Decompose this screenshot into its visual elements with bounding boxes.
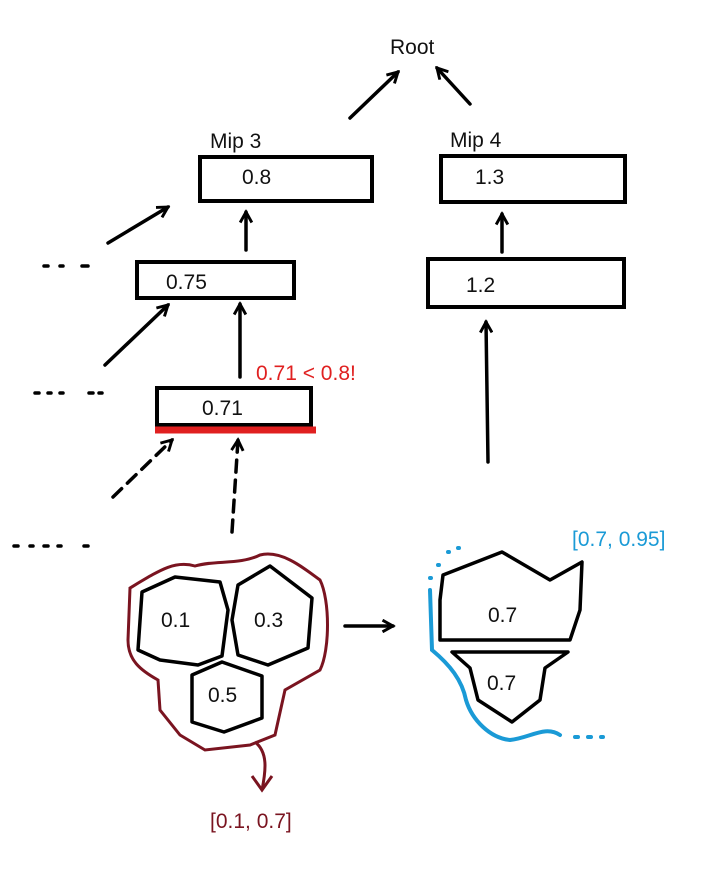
arrow-sibling-to-middle (103, 305, 168, 367)
mip3-node-bottom-value: 0.71 (202, 397, 243, 420)
right-cell-bottom-shape (450, 650, 570, 724)
left-cluster-range: [0.1, 0.7] (210, 810, 292, 833)
comparison-note: 0.71 < 0.8! (256, 362, 356, 385)
mip4-node-bottom (426, 257, 626, 309)
left-cell-a-value: 0.1 (161, 609, 190, 632)
left-cell-a-shape (136, 575, 230, 667)
right-cluster-outline (428, 588, 562, 743)
left-range-arrow (253, 740, 267, 791)
left-cell-b-value: 0.3 (254, 609, 283, 632)
mip3-node-top (198, 155, 374, 203)
arrow-cluster-to-bottom-dashed (111, 440, 172, 499)
mip4-node-bottom-value: 1.2 (466, 274, 495, 297)
right-cluster-range: [0.7, 0.95] (572, 528, 665, 551)
right-outline-dots-top (428, 546, 461, 580)
left-cluster-outline (126, 552, 329, 752)
right-cell-bottom-value: 0.7 (487, 672, 516, 695)
mip3-node-middle (135, 260, 296, 300)
mip3-title: Mip 3 (210, 130, 261, 153)
arrow-sibling-to-top (106, 205, 168, 245)
mip3-node-top-value: 0.8 (242, 166, 271, 189)
right-cell-top-value: 0.7 (488, 604, 517, 627)
left-range-arrowhead (250, 775, 274, 793)
arrow-mip3-to-root (348, 72, 398, 120)
left-cell-c-shape (190, 660, 264, 734)
arrow-mip4-to-root (437, 68, 472, 106)
left-cell-c-value: 0.5 (208, 684, 237, 707)
root-label: Root (390, 36, 435, 59)
mip3-node-bottom (155, 386, 313, 427)
arrow-cluster-to-mip4 (486, 322, 488, 464)
mip4-node-top-value: 1.3 (475, 166, 504, 189)
mip4-title: Mip 4 (450, 129, 502, 152)
left-cell-b-shape (230, 564, 314, 667)
arrow-cell-to-bottom-dashed (230, 440, 238, 534)
right-cell-top-shape (438, 550, 584, 642)
mip4-node-top (439, 154, 627, 204)
mip3-node-middle-value: 0.75 (166, 271, 207, 294)
